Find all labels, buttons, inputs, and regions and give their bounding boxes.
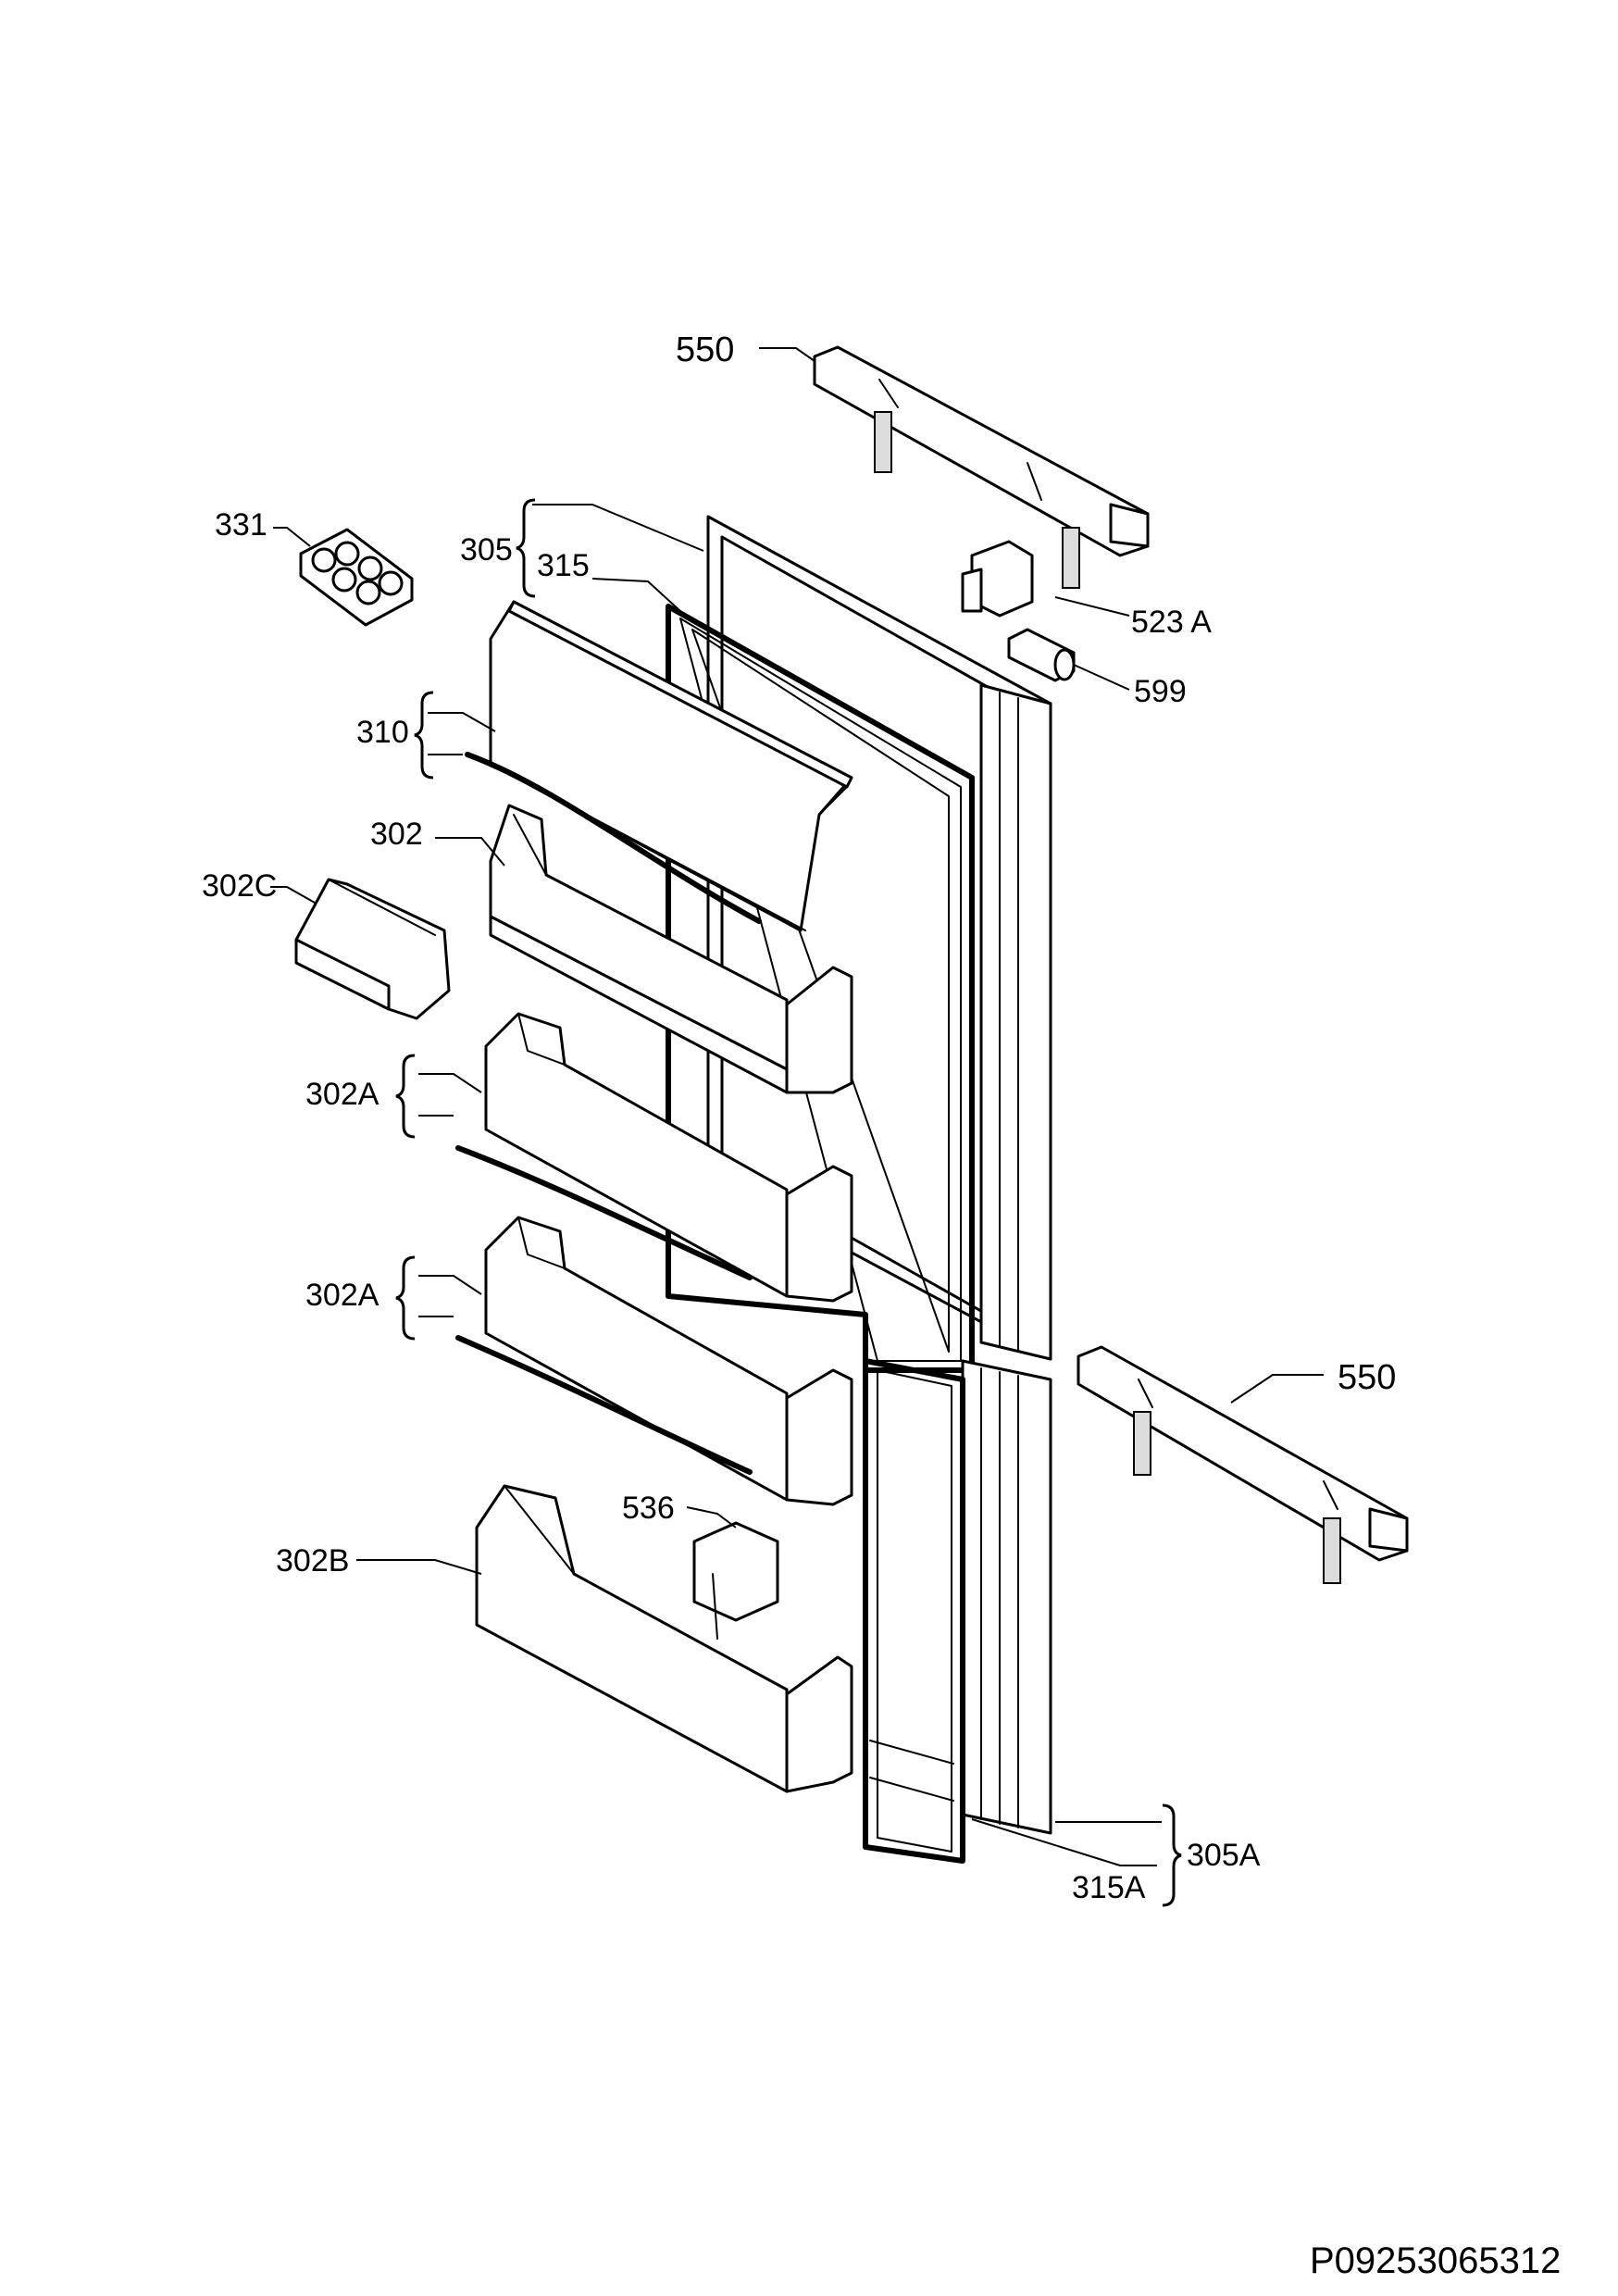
callout-labels: 550 305 315 331 523 A 599 310 302 302C 3… xyxy=(202,331,1396,1905)
label-302c: 302C xyxy=(202,868,277,904)
brace-305 xyxy=(516,498,536,598)
lower-door-gasket xyxy=(863,1358,965,1864)
label-302a-1: 302A xyxy=(305,1077,380,1112)
braces xyxy=(395,498,1182,1907)
lower-door-frame xyxy=(961,1359,1052,1835)
hinge-550-bottom xyxy=(1077,1345,1409,1584)
brace-302a-2 xyxy=(395,1255,416,1341)
label-310: 310 xyxy=(356,715,409,750)
label-302: 302 xyxy=(370,817,423,852)
drawing-code: P09253065312 xyxy=(1310,2240,1561,2281)
upper-door-frame xyxy=(706,515,1052,1361)
label-550-top: 550 xyxy=(676,331,734,369)
bottle-shelf-302b xyxy=(475,1484,853,1793)
label-315: 315 xyxy=(537,548,590,583)
label-536: 536 xyxy=(622,1491,675,1526)
small-bin-302c xyxy=(294,878,451,1020)
egg-tray-331 xyxy=(299,528,414,627)
brace-302a-1 xyxy=(395,1054,416,1139)
door-shelf-302 xyxy=(489,804,853,1094)
leader-lines xyxy=(270,347,1324,1866)
label-305a: 305A xyxy=(1187,1838,1261,1873)
label-315a: 315A xyxy=(1072,1870,1146,1905)
label-550-bottom: 550 xyxy=(1338,1358,1396,1397)
brace-310 xyxy=(414,691,434,780)
part-599-pin xyxy=(1007,628,1076,682)
part-536 xyxy=(692,1521,779,1640)
part-523a xyxy=(961,540,1034,618)
door-shelf-302a-1 xyxy=(484,1012,853,1303)
label-599: 599 xyxy=(1134,674,1187,709)
label-523a: 523 A xyxy=(1131,605,1212,640)
hinge-550-top xyxy=(813,345,1150,589)
label-302a-2: 302A xyxy=(305,1278,380,1313)
label-302b: 302B xyxy=(276,1543,349,1578)
shelf-rails xyxy=(455,752,762,1475)
label-331: 331 xyxy=(215,507,268,543)
label-305: 305 xyxy=(460,532,513,568)
brace-305a xyxy=(1162,1803,1182,1907)
door-shelf-302a-2 xyxy=(484,1216,853,1506)
